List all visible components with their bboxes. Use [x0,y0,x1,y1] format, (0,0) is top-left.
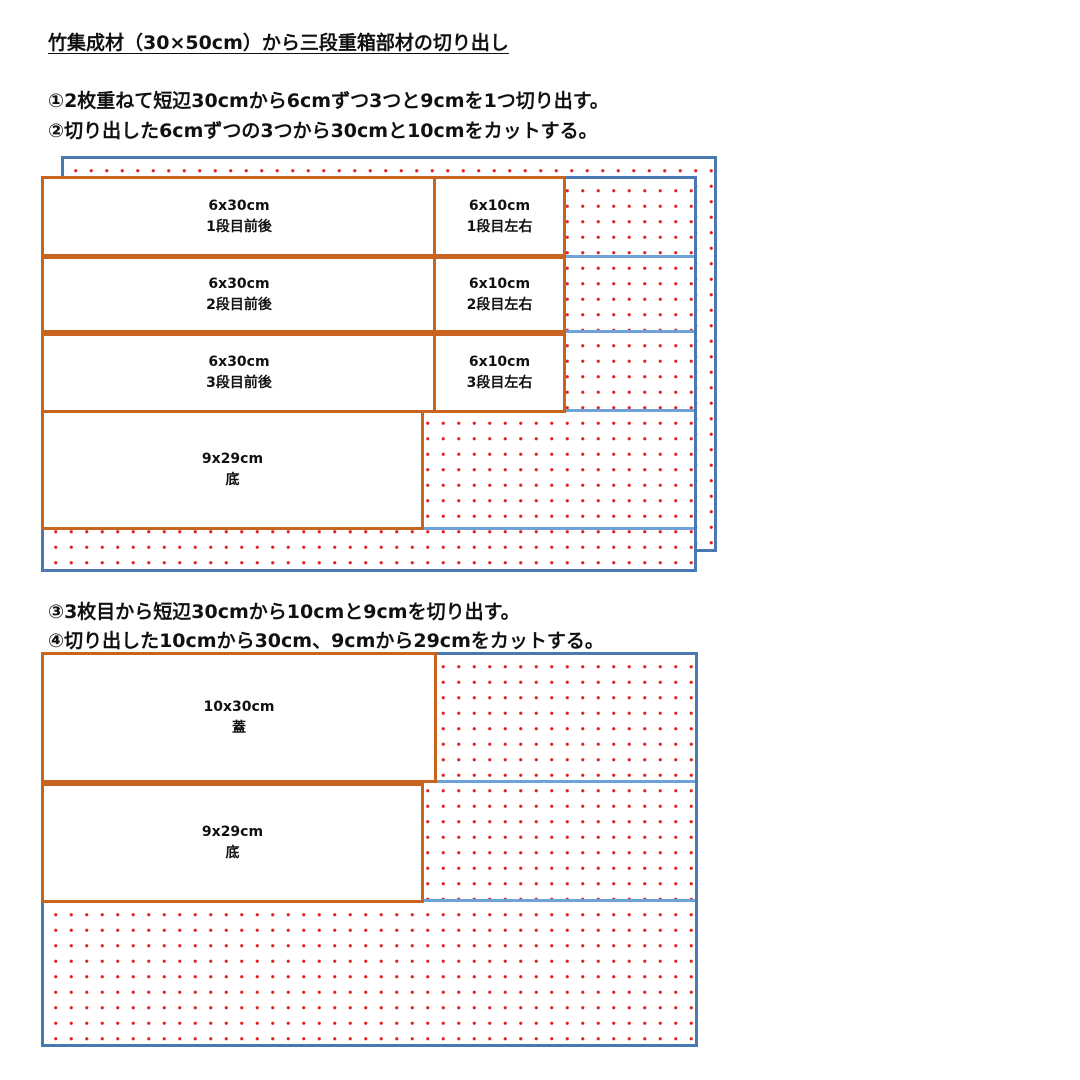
piece-size: 6x10cm [468,354,531,370]
step-3-text: ③3枚目から短辺30cmから10cmと9cmを切り出す。 [48,601,520,623]
piece-name: 1段目左右 [466,218,533,235]
step-4-text: ④切り出した10cmから30cm、9cmから29cmをカットする。 [48,630,604,652]
step-2-text: ②切り出した6cmずつの3つから30cmと10cmをカットする。 [48,120,598,142]
page-title: 竹集成材（30×50cm）から三段重箱部材の切り出し [48,32,509,54]
piece-name: 3段目左右 [466,375,533,391]
piece-size: 6x30cm [208,197,270,214]
piece-tier1-left-right: 6x10cm 1段目左右 [433,176,566,257]
piece-tier3-left-right: 6x10cm 3段目左右 [433,333,566,413]
piece-size: 6x10cm [468,275,531,292]
step-1-text: ①2枚重ねて短辺30cmから6cmずつ3つと9cmを1つ切り出す。 [48,90,609,112]
piece-size: 6x10cm [468,197,531,214]
piece-name: 底 [225,845,240,861]
piece-name: 蓋 [232,719,246,736]
piece-tier3-front-back: 6x30cm 3段目前後 [41,333,437,413]
piece-size: 6x30cm [208,275,270,292]
piece-tier2-front-back: 6x30cm 2段目前後 [41,256,437,333]
piece-name: 1段目前後 [206,218,272,235]
piece-tier2-left-right: 6x10cm 2段目左右 [433,256,566,333]
piece-lid: 10x30cm 蓋 [41,652,437,783]
piece-size: 9x29cm [201,824,264,840]
piece-size: 6x30cm [208,354,270,370]
piece-size: 10x30cm [203,698,275,715]
piece-name: 底 [225,472,240,488]
piece-name: 2段目前後 [206,296,272,313]
piece-size: 9x29cm [201,451,264,467]
piece-name: 2段目左右 [466,296,533,313]
piece-name: 3段目前後 [206,375,272,391]
piece-bottom: 9x29cm 底 [41,410,424,530]
piece-bottom: 9x29cm 底 [41,783,424,903]
piece-tier1-front-back: 6x30cm 1段目前後 [41,176,437,257]
